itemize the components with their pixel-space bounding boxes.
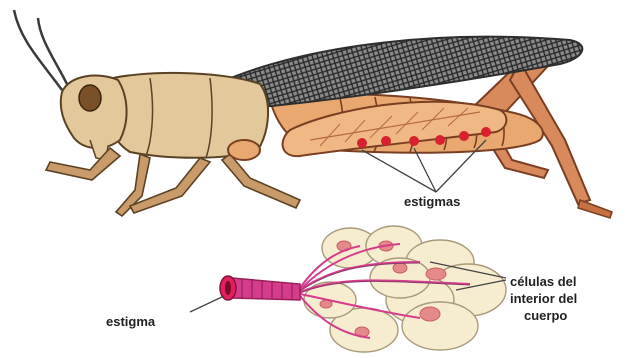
middle-leg: [222, 154, 300, 208]
stigma-dot: [435, 135, 445, 145]
stigma-dot: [381, 136, 391, 146]
front-leg: [46, 148, 120, 180]
compound-eye: [79, 85, 101, 111]
trachea-detail: [190, 226, 506, 352]
cells-label-line2: interior del: [510, 291, 577, 306]
stigma-label: estigma: [106, 314, 156, 329]
stigma-pointer-line: [190, 296, 224, 312]
cells-label-line1: células del: [510, 274, 576, 289]
stigma-dot: [357, 138, 367, 148]
antenna: [38, 18, 68, 86]
stigmas-label: estigmas: [404, 194, 460, 209]
stigma-dot: [409, 136, 419, 146]
body-cells: [304, 226, 506, 352]
cells-label-line3: cuerpo: [524, 308, 567, 323]
stigma-dot: [481, 127, 491, 137]
grasshopper-illustration: [14, 10, 612, 218]
stigma-dot: [459, 131, 469, 141]
